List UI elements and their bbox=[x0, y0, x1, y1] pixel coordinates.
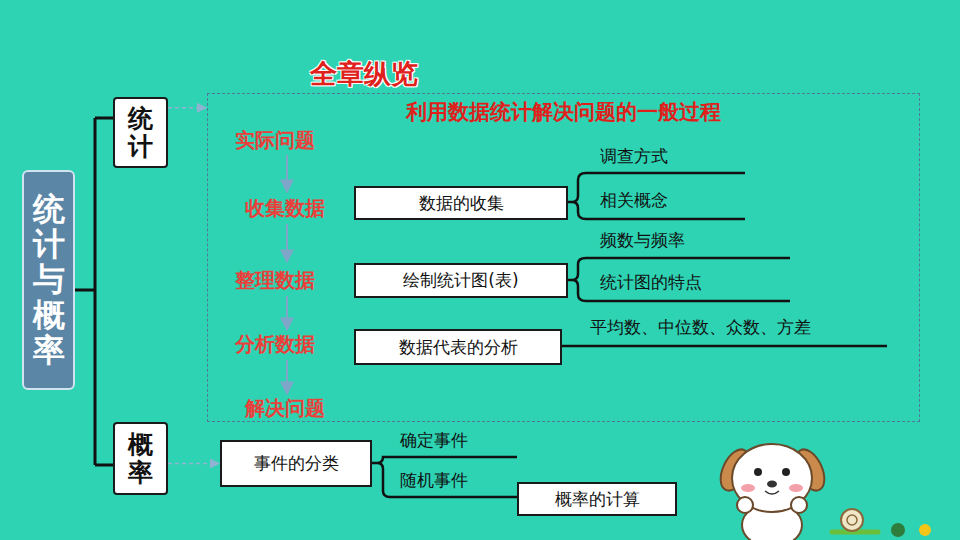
item-label: 平均数、中位数、众数、方差 bbox=[590, 316, 811, 339]
underline bbox=[561, 345, 887, 348]
item-label: 统计图的特点 bbox=[600, 271, 702, 294]
flow-arrow bbox=[286, 296, 288, 330]
flow-arrow bbox=[286, 155, 288, 192]
node-label: 概率 bbox=[128, 431, 153, 486]
item-label: 频数与频率 bbox=[600, 229, 685, 252]
brace bbox=[567, 173, 745, 219]
flow-arrow bbox=[286, 224, 288, 262]
root-topic-box: 统计与概率 bbox=[22, 170, 75, 390]
item-label: 调查方式 bbox=[600, 145, 668, 168]
step-label: 实际问题 bbox=[235, 127, 315, 154]
dog-cheek bbox=[789, 484, 803, 492]
step-label: 分析数据 bbox=[235, 331, 315, 358]
snail-shell bbox=[841, 509, 863, 531]
node-label: 概率的计算 bbox=[555, 488, 640, 511]
item-label: 相关概念 bbox=[600, 189, 668, 212]
process-box: 事件的分类 bbox=[220, 440, 372, 487]
node-label: 数据代表的分析 bbox=[399, 336, 518, 359]
step-label: 解决问题 bbox=[245, 395, 325, 422]
dashed-arrow bbox=[168, 107, 206, 109]
process-box: 概率的计算 bbox=[517, 482, 677, 516]
dog-eye bbox=[782, 468, 790, 476]
dog-illustration bbox=[715, 444, 830, 540]
node-label: 数据的收集 bbox=[419, 192, 504, 215]
dog-cheek bbox=[741, 484, 755, 492]
item-label: 确定事件 bbox=[400, 429, 468, 452]
process-box: 绘制统计图(表) bbox=[354, 263, 568, 298]
dog-eye bbox=[754, 468, 762, 476]
snail-illustration bbox=[832, 509, 931, 537]
process-box: 数据的收集 bbox=[354, 186, 568, 220]
brace bbox=[567, 258, 790, 301]
topic-box: 概率 bbox=[113, 422, 168, 495]
dashed-arrow bbox=[168, 463, 219, 465]
title: 全章纵览 bbox=[310, 56, 418, 92]
step-label: 整理数据 bbox=[235, 267, 315, 294]
node-label: 事件的分类 bbox=[254, 452, 339, 475]
node-label: 绘制统计图(表) bbox=[403, 269, 518, 292]
region-heading: 利用数据统计解决问题的一般过程 bbox=[406, 98, 721, 126]
dog-head bbox=[732, 444, 812, 512]
brace bbox=[372, 457, 517, 497]
bracket bbox=[75, 118, 113, 465]
dog-paw bbox=[737, 497, 753, 513]
flow-arrow bbox=[286, 360, 288, 394]
small-snail bbox=[919, 524, 931, 536]
small-snail bbox=[891, 523, 905, 537]
item-label: 随机事件 bbox=[400, 469, 468, 492]
topic-box: 统计 bbox=[113, 97, 168, 168]
node-label: 统计与概率 bbox=[33, 192, 65, 368]
dog-mouth bbox=[765, 491, 779, 494]
process-box: 数据代表的分析 bbox=[354, 329, 562, 365]
dog-nose bbox=[767, 481, 777, 488]
step-label: 收集数据 bbox=[245, 195, 325, 222]
node-label: 统计 bbox=[128, 105, 153, 160]
dog-paw bbox=[791, 497, 807, 513]
snail-shell-spiral bbox=[847, 515, 857, 525]
